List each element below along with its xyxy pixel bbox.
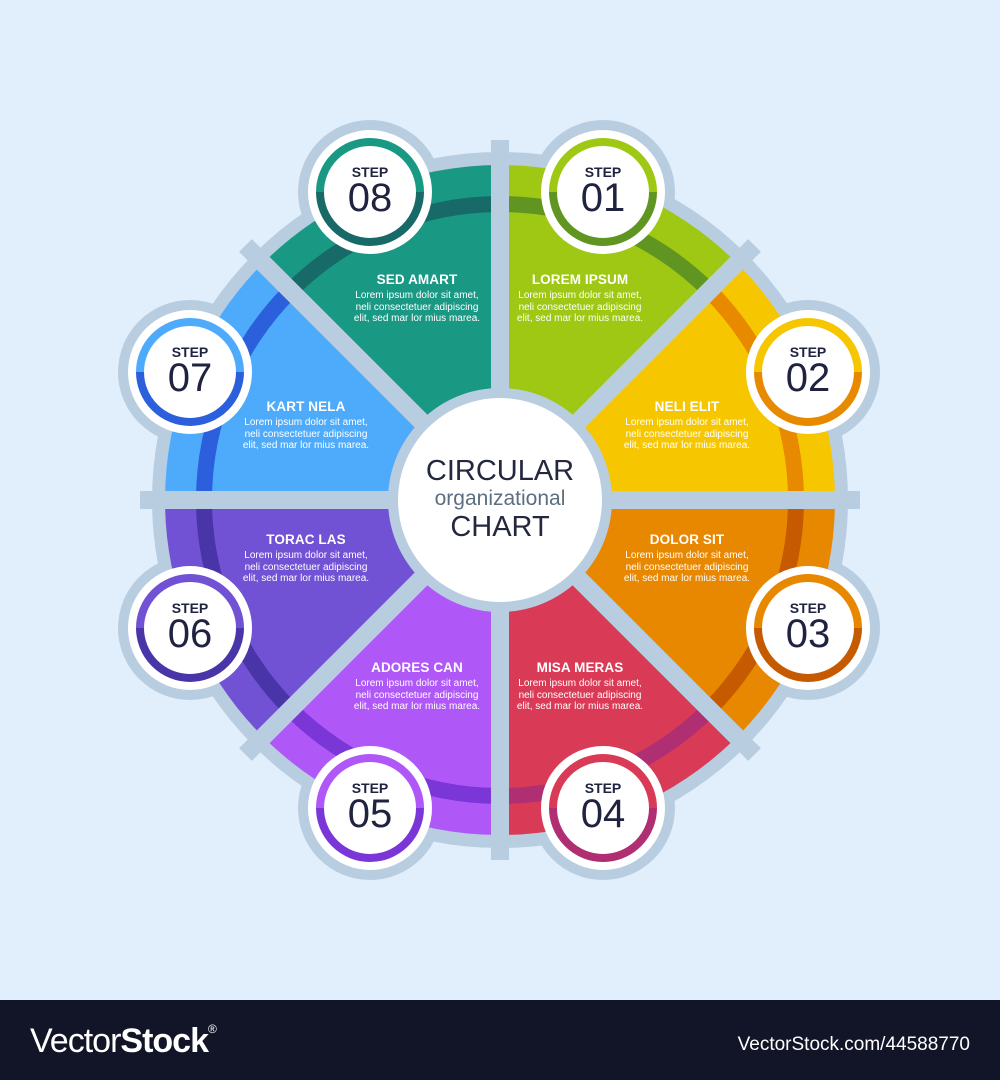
circular-org-chart: CIRCULAR organizational CHART LOREM IPSU…: [118, 120, 880, 880]
registered-mark: ®: [207, 1022, 217, 1036]
step-number: 06: [167, 612, 213, 656]
center-title-line3: CHART: [450, 511, 550, 543]
center-circle: [398, 398, 602, 602]
chart-graphic: [118, 120, 880, 880]
step-badge-inner: [763, 327, 853, 417]
brand-light: Vector: [30, 1022, 121, 1060]
segment-text-06: TORAC LAS Lorem ipsum dolor sit amet, ne…: [241, 532, 371, 585]
step-ring-bottom: [754, 627, 862, 682]
segment-text-05: ADORES CAN Lorem ipsum dolor sit amet, n…: [352, 660, 482, 713]
step-ring-bottom: [754, 371, 862, 426]
segment-body: Lorem ipsum dolor sit amet, neli consect…: [623, 417, 751, 451]
step-badge-06: STEP 06: [140, 578, 240, 678]
step-ring-bottom: [136, 627, 244, 682]
step-ring-bottom: [316, 807, 424, 862]
vectorstock-logo: VectorStock®: [30, 1022, 217, 1061]
center-title-line2: organizational: [434, 487, 566, 510]
segment-text-08: SED AMART Lorem ipsum dolor sit amet, ne…: [352, 272, 482, 325]
step-number: 02: [785, 356, 831, 400]
step-ring-top: [549, 754, 657, 809]
step-number: 07: [167, 356, 213, 400]
step-badge-02: STEP 02: [758, 322, 858, 422]
step-badge-07: STEP 07: [140, 322, 240, 422]
step-badge-inner: [763, 583, 853, 673]
step-ring-top: [549, 138, 657, 193]
segment-title: KART NELA: [266, 399, 346, 414]
step-number: 08: [347, 176, 393, 220]
step-number: 05: [347, 792, 393, 836]
step-label: STEP: [584, 780, 622, 796]
segment-title: TORAC LAS: [266, 532, 346, 547]
step-ring-bottom: [316, 191, 424, 246]
brand-bold: Stock: [120, 1022, 209, 1060]
segment-body: Lorem ipsum dolor sit amet, neli consect…: [242, 417, 370, 451]
segment-text-02: NELI ELIT Lorem ipsum dolor sit amet, ne…: [622, 399, 752, 452]
step-ring-top: [754, 574, 862, 629]
segment-title: LOREM IPSUM: [531, 272, 629, 287]
step-ring-bottom: [549, 807, 657, 862]
step-badge-03: STEP 03: [758, 578, 858, 678]
step-badge-05: STEP 05: [320, 758, 420, 858]
step-ring-top: [316, 754, 424, 809]
center-title: CIRCULAR organizational CHART: [392, 455, 608, 543]
step-label: STEP: [789, 344, 827, 360]
step-badge-inner: [145, 327, 235, 417]
segment-body: Lorem ipsum dolor sit amet, neli consect…: [516, 678, 644, 712]
segment-body: Lorem ipsum dolor sit amet, neli consect…: [353, 290, 481, 324]
segment-title: SED AMART: [376, 272, 458, 287]
segment-title: DOLOR SIT: [649, 532, 725, 547]
segment-title: ADORES CAN: [371, 660, 463, 675]
step-badge-inner: [145, 583, 235, 673]
step-label: STEP: [584, 164, 622, 180]
step-label: STEP: [351, 164, 389, 180]
step-ring-top: [136, 574, 244, 629]
step-badge-inner: [558, 147, 648, 237]
step-label: STEP: [171, 344, 209, 360]
segment-text-04: MISA MERAS Lorem ipsum dolor sit amet, n…: [515, 660, 645, 713]
segment-title: NELI ELIT: [654, 399, 720, 414]
center-title-line1: CIRCULAR: [425, 455, 575, 487]
step-number: 04: [580, 792, 626, 836]
segment-text-01: LOREM IPSUM Lorem ipsum dolor sit amet, …: [515, 272, 645, 325]
watermark-footer: VectorStock® VectorStock.com/44588770: [0, 1000, 1000, 1080]
step-ring-top: [754, 318, 862, 373]
step-ring-bottom: [136, 371, 244, 426]
segment-text-03: DOLOR SIT Lorem ipsum dolor sit amet, ne…: [622, 532, 752, 585]
step-number: 01: [580, 176, 626, 220]
step-number: 03: [785, 612, 831, 656]
segment-text-07: KART NELA Lorem ipsum dolor sit amet, ne…: [241, 399, 371, 452]
segment-title: MISA MERAS: [536, 660, 624, 675]
step-badge-inner: [325, 763, 415, 853]
step-ring-top: [136, 318, 244, 373]
step-ring-top: [316, 138, 424, 193]
step-label: STEP: [789, 600, 827, 616]
step-label: STEP: [351, 780, 389, 796]
step-ring-bottom: [549, 191, 657, 246]
segment-body: Lorem ipsum dolor sit amet, neli consect…: [242, 550, 370, 584]
step-badge-01: STEP 01: [553, 142, 653, 242]
segment-body: Lorem ipsum dolor sit amet, neli consect…: [353, 678, 481, 712]
step-badge-inner: [558, 763, 648, 853]
step-badge-inner: [325, 147, 415, 237]
step-badge-04: STEP 04: [553, 758, 653, 858]
image-url: VectorStock.com/44588770: [737, 1034, 970, 1055]
segment-body: Lorem ipsum dolor sit amet, neli consect…: [516, 290, 644, 324]
step-badge-08: STEP 08: [320, 142, 420, 242]
step-label: STEP: [171, 600, 209, 616]
segment-body: Lorem ipsum dolor sit amet, neli consect…: [623, 550, 751, 584]
